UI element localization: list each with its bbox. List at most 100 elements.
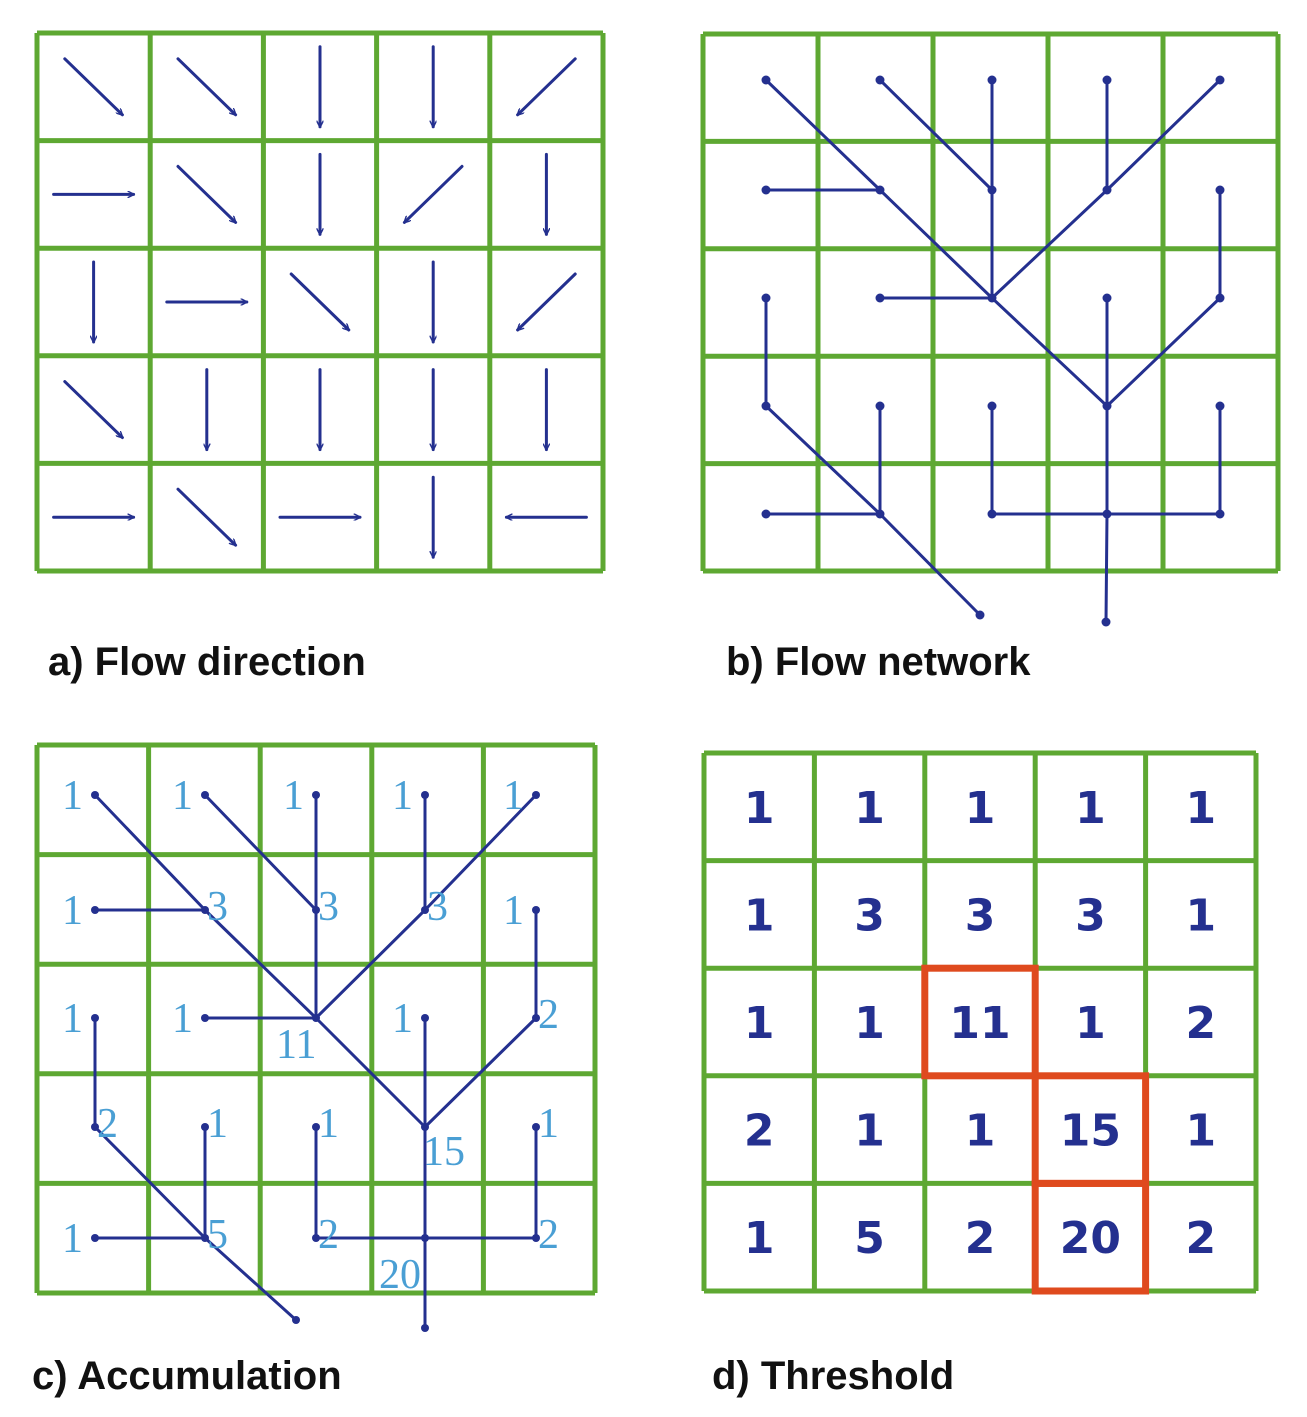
threshold-value: 1 [854,998,885,1049]
network-link [878,78,994,192]
network-node [91,1234,99,1242]
network-node [312,1123,320,1131]
network-link [878,512,982,617]
network-node [421,1123,429,1131]
network-link [1105,78,1222,192]
network-node [875,75,885,85]
network-node [201,1234,209,1242]
accumulation-label: 1 [62,888,83,934]
threshold-value: 20 [1060,1213,1121,1264]
accumulation-label: 1 [538,1101,559,1147]
caption-threshold: d) Threshold [712,1354,955,1398]
network-link [203,1236,298,1322]
accumulation-label: 1 [283,773,304,819]
threshold-value: 15 [1060,1106,1121,1157]
accumulation-label: 3 [318,884,339,930]
threshold-value: 3 [1075,890,1106,941]
network-link [990,188,1109,300]
threshold-value: 2 [1185,998,1216,1049]
threshold-value: 1 [1075,783,1106,834]
network-node [312,1234,320,1242]
flow-arrow [518,57,577,115]
network-node [1215,185,1225,195]
flow-arrow [518,272,577,330]
accumulation-label: 20 [379,1252,421,1298]
network-link [93,793,207,912]
accumulation-label: 1 [62,1216,83,1262]
network-node [532,1014,540,1022]
network-node [1102,293,1112,303]
threshold-value: 1 [744,1213,775,1264]
accumulation-label: 2 [538,1212,559,1258]
network-node [421,791,429,799]
accumulation-label: 5 [207,1212,228,1258]
network-node [1102,401,1112,411]
network-node [201,1014,209,1022]
outlet-node [292,1316,300,1324]
threshold-value: 5 [854,1213,885,1264]
network-link [1105,296,1222,408]
network-node [91,906,99,914]
network-link [1104,512,1109,624]
network-link [764,404,882,516]
threshold-value: 1 [965,1106,996,1157]
network-node [91,1123,99,1131]
network-link [314,908,427,1020]
network-node [1102,185,1112,195]
network-node [1215,75,1225,85]
network-node [312,791,320,799]
network-node [201,906,209,914]
network-node [1215,293,1225,303]
flow-arrow [176,57,236,115]
network-node [421,906,429,914]
network-node [532,1123,540,1131]
accumulation-label: 3 [427,884,448,930]
flow-arrow [63,57,123,115]
network-node [421,1014,429,1022]
network-node [987,185,997,195]
caption-flow-network: b) Flow network [726,640,1031,684]
network-node [1215,509,1225,519]
network-node [532,906,540,914]
network-node [421,1234,429,1242]
flow-arrow [289,272,349,330]
flow-arrow [176,487,236,545]
network-node [987,401,997,411]
caption-flow-direction: a) Flow direction [48,640,366,684]
network-node [1102,509,1112,519]
network-link [764,78,882,192]
threshold-value: 1 [1185,890,1216,941]
network-node [987,75,997,85]
threshold-value: 3 [854,890,885,941]
network-node [987,509,997,519]
network-node [91,791,99,799]
threshold-value: 1 [744,890,775,941]
network-node [761,185,771,195]
network-node [987,293,997,303]
accumulation-label: 1 [503,773,524,819]
flow-arrow [63,380,123,438]
flow-arrow [404,164,464,222]
network-node [201,1123,209,1131]
network-node [532,791,540,799]
threshold-value: 1 [744,783,775,834]
threshold-value: 1 [1185,783,1216,834]
network-node [875,509,885,519]
threshold-value: 11 [949,998,1010,1049]
network-link [990,296,1109,408]
network-node [1215,401,1225,411]
network-node [312,1014,320,1022]
network-link [423,1016,538,1129]
panel-flow-network [700,31,1281,627]
accumulation-label: 1 [392,996,413,1042]
accumulation-label: 1 [318,1101,339,1147]
accumulation-label: 1 [172,996,193,1042]
threshold-value: 3 [965,890,996,941]
network-node [312,906,320,914]
flow-arrow [176,164,236,222]
threshold-value: 2 [965,1213,996,1264]
accumulation-label: 1 [207,1101,228,1147]
